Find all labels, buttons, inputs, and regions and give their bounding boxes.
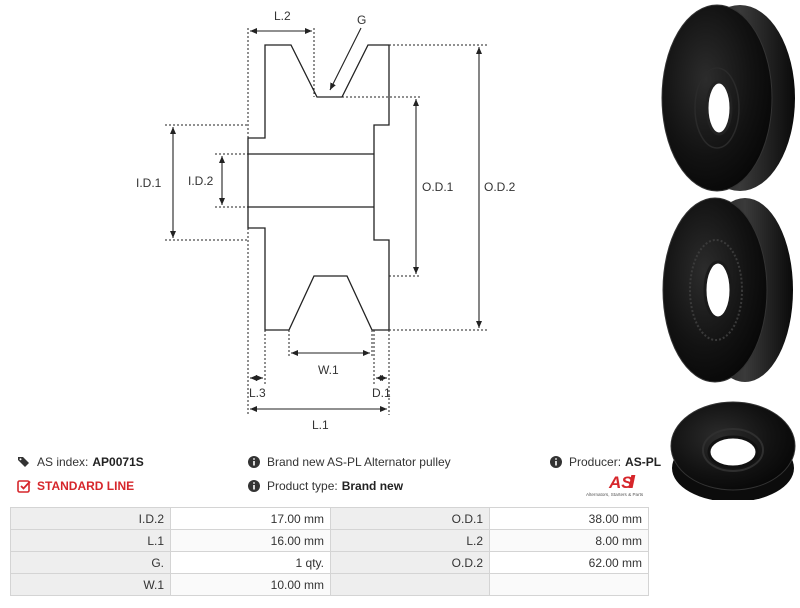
producer-value: AS-PL xyxy=(625,455,662,469)
spec-label: G. xyxy=(10,551,171,574)
table-row: I.D.2 17.00 mm O.D.1 38.00 mm xyxy=(10,507,649,530)
producer-info: Producer: AS-PL xyxy=(549,455,661,469)
svg-text:Alternators, Starters & Parts: Alternators, Starters & Parts xyxy=(586,492,644,497)
as-pl-logo: AS Alternators, Starters & Parts xyxy=(586,473,644,497)
spec-value: 17.00 mm xyxy=(170,507,331,530)
spec-label: O.D.1 xyxy=(330,507,490,530)
standard-line-badge: STANDARD LINE xyxy=(17,479,134,493)
spec-label xyxy=(330,573,490,596)
spec-label: L.2 xyxy=(330,529,490,552)
info-icon xyxy=(550,456,562,468)
spec-label: W.1 xyxy=(10,573,171,596)
as-index-label: AS index: xyxy=(37,455,89,469)
as-index-value: AP0071S xyxy=(92,455,144,469)
spec-value: 62.00 mm xyxy=(489,551,649,574)
pulley-photo-top-view xyxy=(670,401,796,500)
spec-value: 1 qty. xyxy=(170,551,331,574)
pulley-profile-outline xyxy=(247,44,390,331)
info-icon xyxy=(248,480,260,492)
label-d1: D.1 xyxy=(372,386,391,400)
table-row: G. 1 qty. O.D.2 62.00 mm xyxy=(10,551,649,574)
pulley-photo-angled xyxy=(662,197,793,383)
label-w1: W.1 xyxy=(318,363,339,377)
pulley-photo-front xyxy=(661,4,795,192)
standard-line-label: STANDARD LINE xyxy=(37,479,135,493)
info-icon xyxy=(248,456,260,468)
spec-label: O.D.2 xyxy=(330,551,490,574)
dim-g-arrow xyxy=(329,27,362,91)
spec-label: L.1 xyxy=(10,529,171,552)
product-type-label: Product type: xyxy=(267,479,338,493)
svg-text:AS: AS xyxy=(608,473,633,492)
specs-table: I.D.2 17.00 mm O.D.1 38.00 mm L.1 16.00 … xyxy=(10,507,649,596)
product-photos xyxy=(661,4,796,500)
as-index-info: AS index: AP0071S xyxy=(17,455,144,469)
tags-icon xyxy=(18,457,29,467)
producer-label: Producer: xyxy=(569,455,622,469)
product-type-value: Brand new xyxy=(341,479,404,493)
spec-label: I.D.2 xyxy=(10,507,171,530)
spec-value: 10.00 mm xyxy=(170,573,331,596)
label-od2: O.D.2 xyxy=(484,180,516,194)
table-row: L.1 16.00 mm L.2 8.00 mm xyxy=(10,529,649,552)
description-text: Brand new AS-PL Alternator pulley xyxy=(267,455,451,469)
pulley-technical-drawing: L.2 G I.D.1 I.D.2 O.D.1 O.D.2 W.1 L.3 D.… xyxy=(136,9,516,432)
label-g: G xyxy=(357,13,366,27)
checkbox-icon xyxy=(17,480,31,493)
spec-value: 38.00 mm xyxy=(489,507,649,530)
label-l1: L.1 xyxy=(312,418,329,432)
spec-value: 16.00 mm xyxy=(170,529,331,552)
spec-value: 8.00 mm xyxy=(489,529,649,552)
spec-value xyxy=(489,573,649,596)
product-type-info: Product type: Brand new xyxy=(247,479,403,493)
label-l2: L.2 xyxy=(274,9,291,23)
label-id1: I.D.1 xyxy=(136,176,162,190)
label-l3: L.3 xyxy=(249,386,266,400)
table-row: W.1 10.00 mm xyxy=(10,573,649,596)
label-id2: I.D.2 xyxy=(188,174,214,188)
description-info: Brand new AS-PL Alternator pulley xyxy=(247,455,451,469)
label-od1: O.D.1 xyxy=(422,180,454,194)
